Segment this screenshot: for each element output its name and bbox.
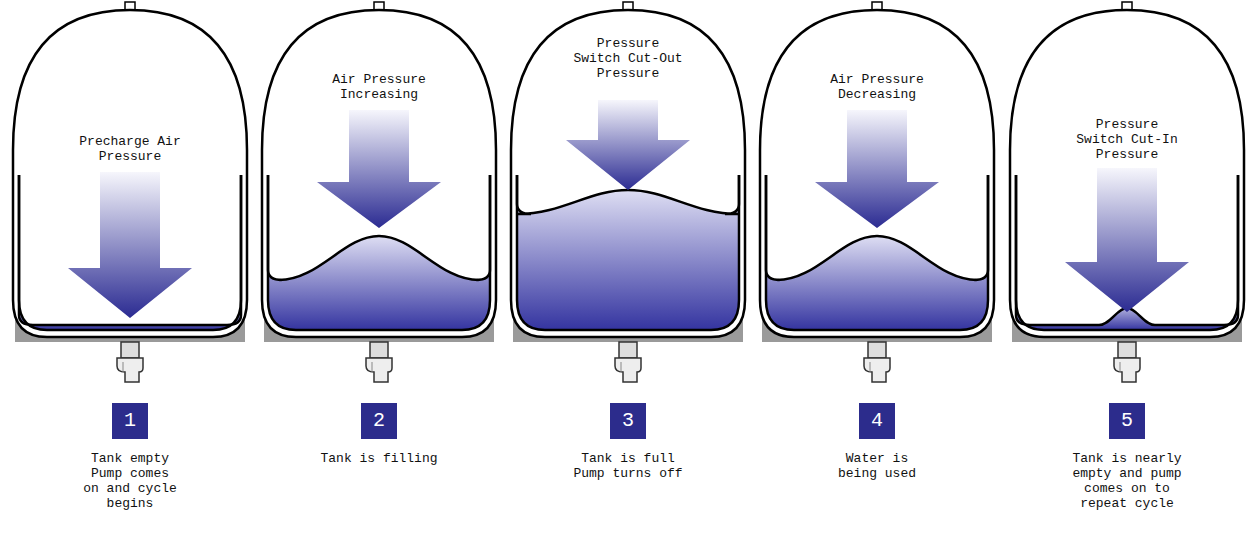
pressure-arrow bbox=[815, 110, 939, 228]
tank-label: Air Pressure Increasing bbox=[321, 73, 437, 103]
pressure-arrow bbox=[68, 172, 192, 318]
step-number: 2 bbox=[361, 403, 397, 439]
tank-shell bbox=[760, 10, 994, 337]
pressure-tank: Air Pressure Decreasing bbox=[752, 0, 1002, 390]
pressure-tank: Pressure Switch Cut-Out Pressure bbox=[503, 0, 753, 390]
outlet-valve bbox=[615, 342, 641, 382]
pressure-tank: Precharge Air Pressure bbox=[5, 0, 255, 390]
tank-illustration bbox=[254, 0, 504, 390]
water bbox=[268, 236, 490, 330]
tank-label: Pressure Switch Cut-In Pressure bbox=[1069, 118, 1185, 163]
outlet-valve bbox=[1114, 342, 1140, 382]
step-caption: Water is being used bbox=[828, 452, 926, 482]
step-number: 1 bbox=[112, 403, 148, 439]
step-number: 3 bbox=[610, 403, 646, 439]
tank-label: Precharge Air Pressure bbox=[72, 135, 188, 165]
step-number-text: 2 bbox=[361, 403, 397, 439]
outlet-valve bbox=[117, 342, 143, 382]
tank-illustration bbox=[5, 0, 255, 390]
step-number-text: 1 bbox=[112, 403, 148, 439]
outlet-valve bbox=[366, 342, 392, 382]
tank-shell bbox=[511, 10, 745, 337]
step-caption: Tank is filling bbox=[309, 452, 449, 467]
tank-illustration bbox=[752, 0, 1002, 390]
pressure-tank: Air Pressure Increasing bbox=[254, 0, 504, 390]
tank-liner bbox=[517, 175, 739, 330]
pressure-arrow bbox=[1065, 168, 1189, 312]
step-number-text: 3 bbox=[610, 403, 646, 439]
tank-illustration bbox=[1002, 0, 1252, 390]
tank-shell bbox=[1010, 10, 1244, 337]
outlet-valve bbox=[864, 342, 890, 382]
pressure-tank: Pressure Switch Cut-In Pressure bbox=[1002, 0, 1252, 390]
step-number-text: 5 bbox=[1109, 403, 1145, 439]
tank-shell bbox=[262, 10, 496, 337]
step-caption: Tank empty Pump comes on and cycle begin… bbox=[81, 452, 179, 512]
tank-label: Air Pressure Decreasing bbox=[819, 73, 935, 103]
step-caption: Tank is full Pump turns off bbox=[572, 452, 684, 482]
step-number-text: 4 bbox=[859, 403, 895, 439]
tank-shell bbox=[13, 10, 247, 337]
pressure-arrow bbox=[566, 100, 690, 190]
step-number: 5 bbox=[1109, 403, 1145, 439]
step-caption: Tank is nearly empty and pump comes on t… bbox=[1071, 452, 1183, 512]
step-number: 4 bbox=[859, 403, 895, 439]
tank-label: Pressure Switch Cut-Out Pressure bbox=[570, 37, 686, 82]
pressure-arrow bbox=[317, 110, 441, 228]
water bbox=[766, 236, 988, 330]
